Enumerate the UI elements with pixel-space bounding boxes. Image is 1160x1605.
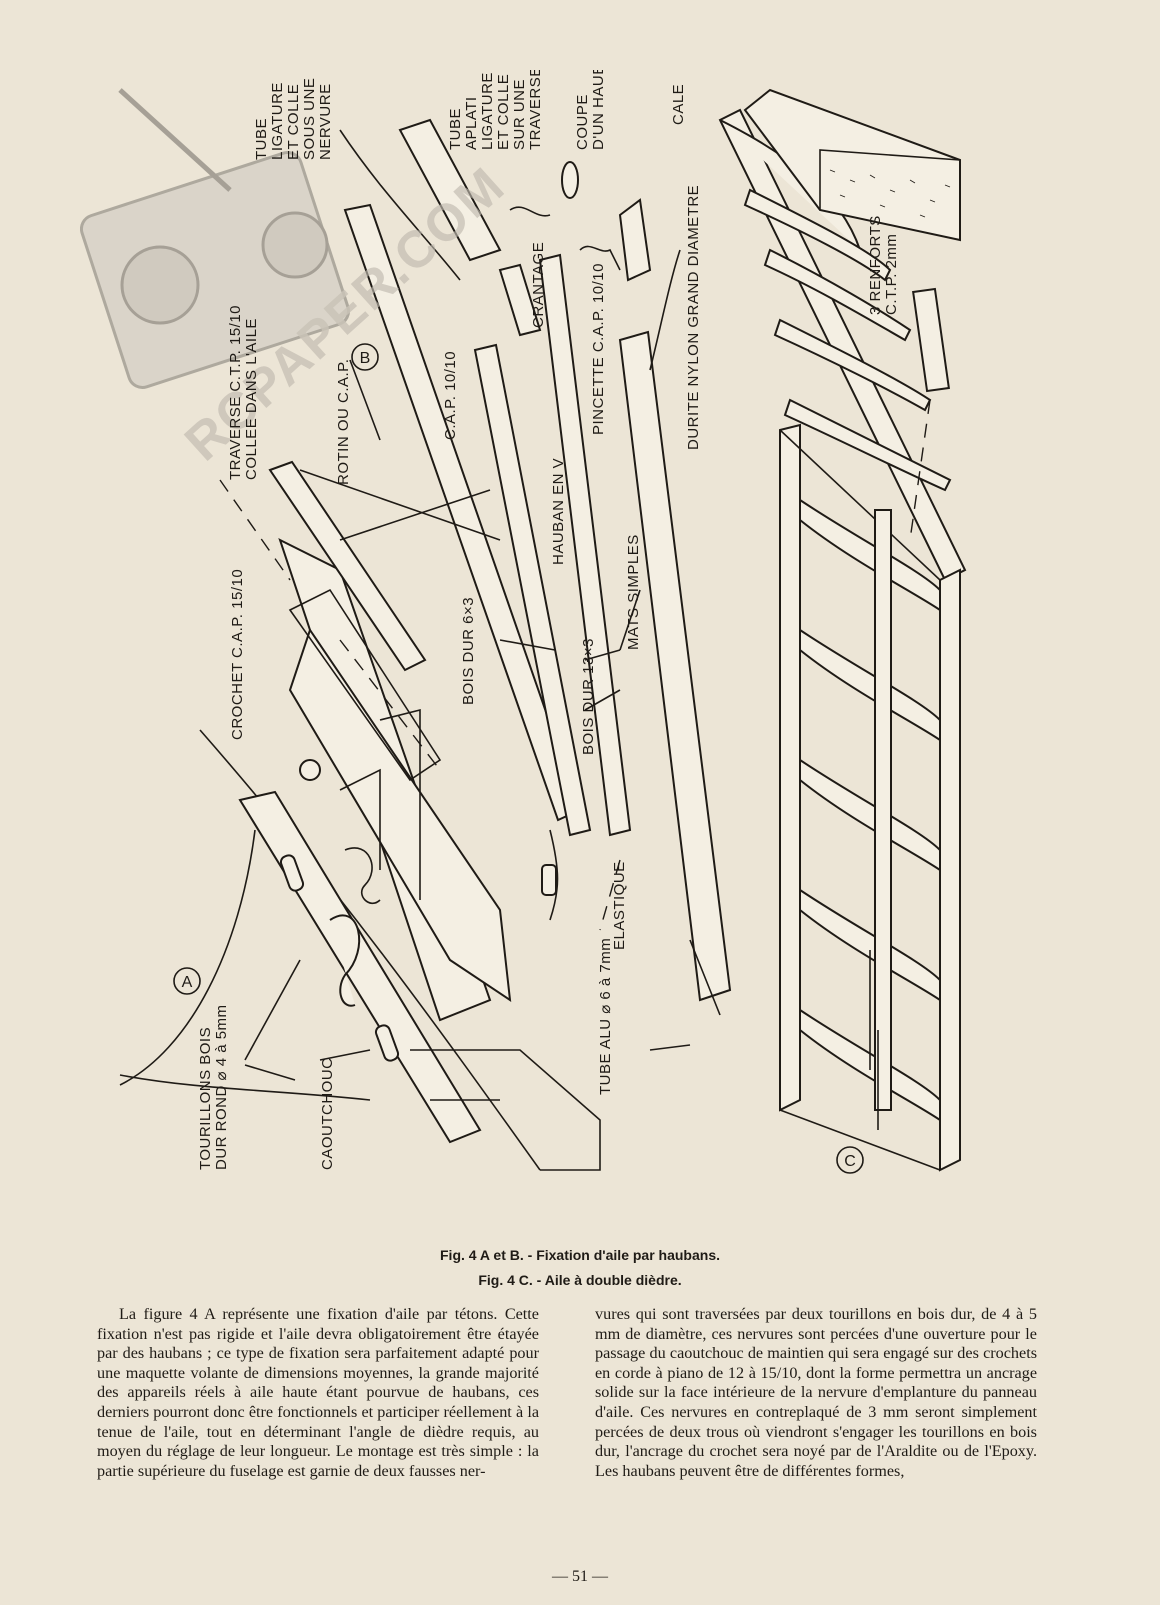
svg-text:ET COLLE: ET COLLE <box>495 74 512 150</box>
label-caoutchouc: CAOUTCHOUC <box>319 1058 336 1171</box>
svg-text:TRAVERSE: TRAVERSE <box>527 70 544 150</box>
cross-member <box>268 460 427 672</box>
svg-text:LIGATURE: LIGATURE <box>269 82 286 160</box>
dowel-rear <box>374 1024 400 1062</box>
single-strut-1 <box>538 253 632 837</box>
label-coupe-hauban: COUPE D'UN HAUBAN <box>574 42 607 150</box>
body-column-right: vures qui sont traversées par deux touri… <box>595 1305 1037 1480</box>
alu-tube <box>541 864 557 896</box>
fig-a-fuselage <box>119 729 601 1171</box>
svg-text:SOUS UNE: SOUS UNE <box>301 78 318 160</box>
label-elastique: ELASTIQUE <box>611 861 628 950</box>
single-strut-2 <box>618 330 732 1002</box>
fig-b-struts <box>219 118 732 1051</box>
svg-text:3 RENFORTS: 3 RENFORTS <box>867 215 884 315</box>
svg-text:ET COLLE: ET COLLE <box>285 84 302 160</box>
label-hauban-v: HAUBAN EN V <box>550 458 567 565</box>
svg-text:TUBE: TUBE <box>253 118 270 160</box>
label-tube-alu: TUBE ALU ⌀ 6 à 7mm <box>597 938 614 1095</box>
svg-text:A: A <box>182 974 193 991</box>
label-crantage: CRANTAGE <box>530 242 547 328</box>
svg-text:TUBE: TUBE <box>447 108 464 150</box>
fig-c-wing <box>718 88 967 1172</box>
svg-text:LIGATURE: LIGATURE <box>479 72 496 150</box>
body-column-left: La figure 4 A représente une fixation d'… <box>97 1305 539 1480</box>
label-bois-dur-6x3: BOIS DUR 6×3 <box>460 597 477 705</box>
label-pincette: PINCETTE C.A.P. 10/10 <box>590 263 607 435</box>
cale-block <box>743 88 961 242</box>
marker-b: B <box>351 343 379 371</box>
svg-text:COLLEE DANS L'AILE: COLLEE DANS L'AILE <box>243 318 260 480</box>
label-cale: CALE <box>670 84 687 125</box>
fig-a-wing-root <box>278 538 512 1022</box>
label-rotin: ROTIN OU C.A.P. <box>335 359 352 485</box>
svg-text:SUR UNE: SUR UNE <box>511 79 528 150</box>
marker-a: A <box>173 967 201 995</box>
svg-text:TRAVERSE C.T.P. 15/10: TRAVERSE C.T.P. 15/10 <box>227 305 244 480</box>
strut-section <box>561 161 579 199</box>
elastic-band <box>549 829 559 921</box>
label-tube-aplati: TUBE APLATI LIGATURE ET COLLE SUR UNE TR… <box>447 66 544 150</box>
rubber-hook <box>329 914 361 1007</box>
wing-fixation-drawing: RCPAPER.COM A B C TUBE LIGATURE ET COLLE… <box>79 42 967 1174</box>
page-number: — 51 — <box>552 1568 608 1585</box>
marker-c: C <box>836 1146 864 1174</box>
wing-c-te <box>939 568 961 1172</box>
label-bois-dur-13x3: BOIS DUR 13×3 <box>580 638 597 755</box>
label-durite: DURITE NYLON GRAND DIAMETRE <box>685 185 702 450</box>
svg-text:APLATI: APLATI <box>463 96 480 150</box>
svg-text:DUR ROND ⌀ 4 à 5mm: DUR ROND ⌀ 4 à 5mm <box>213 1004 230 1170</box>
label-crochet: CROCHET C.A.P. 15/10 <box>229 569 246 740</box>
svg-text:TOURILLONS BOIS: TOURILLONS BOIS <box>197 1027 214 1170</box>
svg-text:COUPE: COUPE <box>574 94 591 150</box>
label-tourillons: TOURILLONS BOIS DUR ROND ⌀ 4 à 5mm <box>197 1004 230 1170</box>
v-strut-rear <box>473 343 592 837</box>
technical-illustration: RCPAPER.COM A B C TUBE LIGATURE ET COLLE… <box>79 42 1080 1220</box>
label-tube-ligature: TUBE LIGATURE ET COLLE SOUS UNE NERVURE <box>253 78 334 160</box>
svg-text:C.T.P. 2mm: C.T.P. 2mm <box>883 234 900 315</box>
wing-c-spar <box>779 423 801 1112</box>
svg-text:C: C <box>844 1153 856 1170</box>
pincette-detail <box>618 198 652 282</box>
dowel-front <box>279 854 305 892</box>
label-traverse: TRAVERSE C.T.P. 15/10 COLLEE DANS L'AILE <box>227 305 260 480</box>
figure-caption-c: Fig. 4 C. - Aile à double dièdre. <box>478 1272 682 1288</box>
svg-text:B: B <box>360 350 371 367</box>
figure-caption-a-b: Fig. 4 A et B. - Fixation d'aile par hau… <box>440 1247 720 1263</box>
reinforcement-plate <box>912 287 950 393</box>
svg-text:D'UN HAUBAN: D'UN HAUBAN <box>590 70 607 150</box>
label-renforts: 3 RENFORTS C.T.P. 2mm <box>867 215 900 315</box>
svg-text:NERVURE: NERVURE <box>317 83 334 160</box>
label-cap-10: C.A.P. 10/10 <box>442 351 459 440</box>
